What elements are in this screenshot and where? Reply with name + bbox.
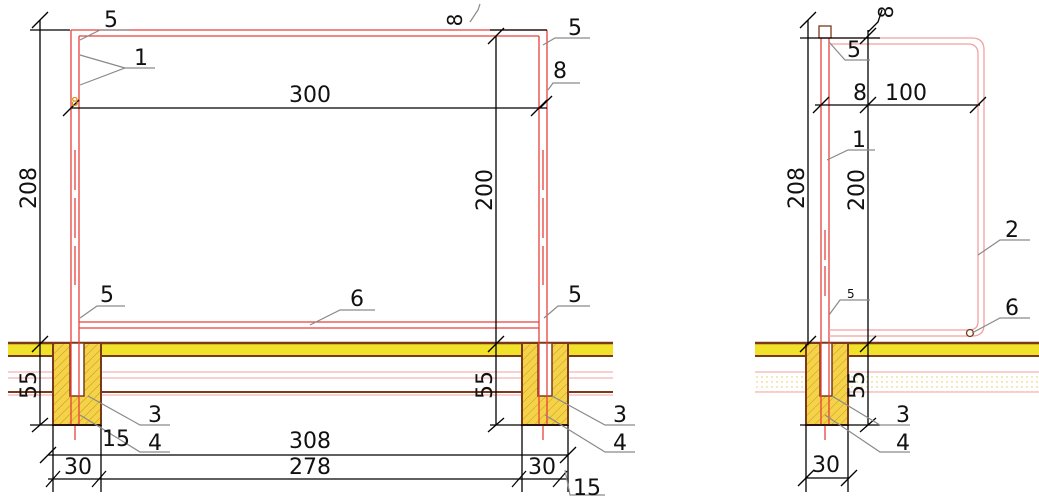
callout-side-top: 5 — [847, 38, 861, 63]
small-mark-front: 8 — [71, 95, 79, 109]
dim-span-front: 300 — [289, 83, 331, 108]
dim-offset-right: 15 — [573, 476, 601, 501]
dim-top-gap-side: 8 — [874, 6, 898, 19]
callout-side-small-lower: 5 — [847, 287, 855, 301]
dim-footing-width-right: 30 — [528, 455, 556, 480]
dim-post-height-side: 200 — [845, 169, 870, 211]
dim-footing-depth-left: 55 — [17, 371, 42, 399]
leaders-front — [79, 3, 635, 496]
ground-strip-side — [755, 341, 1039, 393]
footing-side — [805, 342, 849, 426]
dim-top-gap-front: 8 — [443, 14, 467, 27]
dim-arm-length-side: 100 — [885, 81, 927, 106]
callout-footing-right-bottom: 4 — [613, 431, 627, 456]
dim-post-height-front: 200 — [473, 169, 498, 211]
callout-beam: 6 — [350, 287, 364, 312]
dimensions-side — [797, 9, 987, 492]
callout-footing-left-top: 3 — [148, 403, 162, 428]
dim-offset-left: 15 — [102, 427, 130, 452]
dimensions-front — [30, 11, 577, 492]
callout-side-arm: 2 — [1005, 218, 1019, 243]
callout-bottom-left: 5 — [100, 283, 114, 308]
callout-footing-right-top: 3 — [613, 403, 627, 428]
leaders-side — [824, 41, 1030, 453]
callout-side-footing-top: 3 — [896, 403, 910, 428]
dim-left-offset-side: 8 — [853, 81, 867, 106]
dim-footing-width-left: 30 — [64, 455, 92, 480]
callout-bottom-right: 5 — [568, 283, 582, 308]
dim-overall-width-front: 308 — [289, 429, 331, 454]
dim-total-height-side: 208 — [785, 167, 810, 209]
dim-footing-depth-right: 55 — [473, 371, 498, 399]
callout-top-left-lower: 1 — [134, 46, 148, 71]
callout-top-right: 5 — [568, 16, 582, 41]
frame-side — [818, 25, 985, 440]
dim-footing-depth-side: 55 — [845, 371, 870, 399]
dim-footing-width-side: 30 — [812, 453, 840, 478]
dim-inner-width-front: 278 — [289, 455, 331, 480]
callout-side-footing-bottom: 4 — [896, 431, 910, 456]
dim-right-gap-front: 8 — [553, 59, 567, 84]
callout-top-left-upper: 5 — [104, 8, 118, 33]
front-view: 208 300 200 8 8 8 55 55 308 278 30 30 15… — [8, 3, 635, 501]
callout-footing-left-bottom: 4 — [148, 431, 162, 456]
ground-strip-front — [8, 341, 613, 396]
callout-side-beam-end: 6 — [1005, 296, 1019, 321]
dim-total-height-front: 208 — [17, 167, 42, 209]
callout-side-post: 1 — [852, 128, 866, 153]
footing-left — [52, 342, 102, 426]
footing-right — [521, 342, 569, 426]
side-view: 208 200 8 8 100 55 30 5 1 2 5 6 3 4 — [755, 6, 1039, 492]
